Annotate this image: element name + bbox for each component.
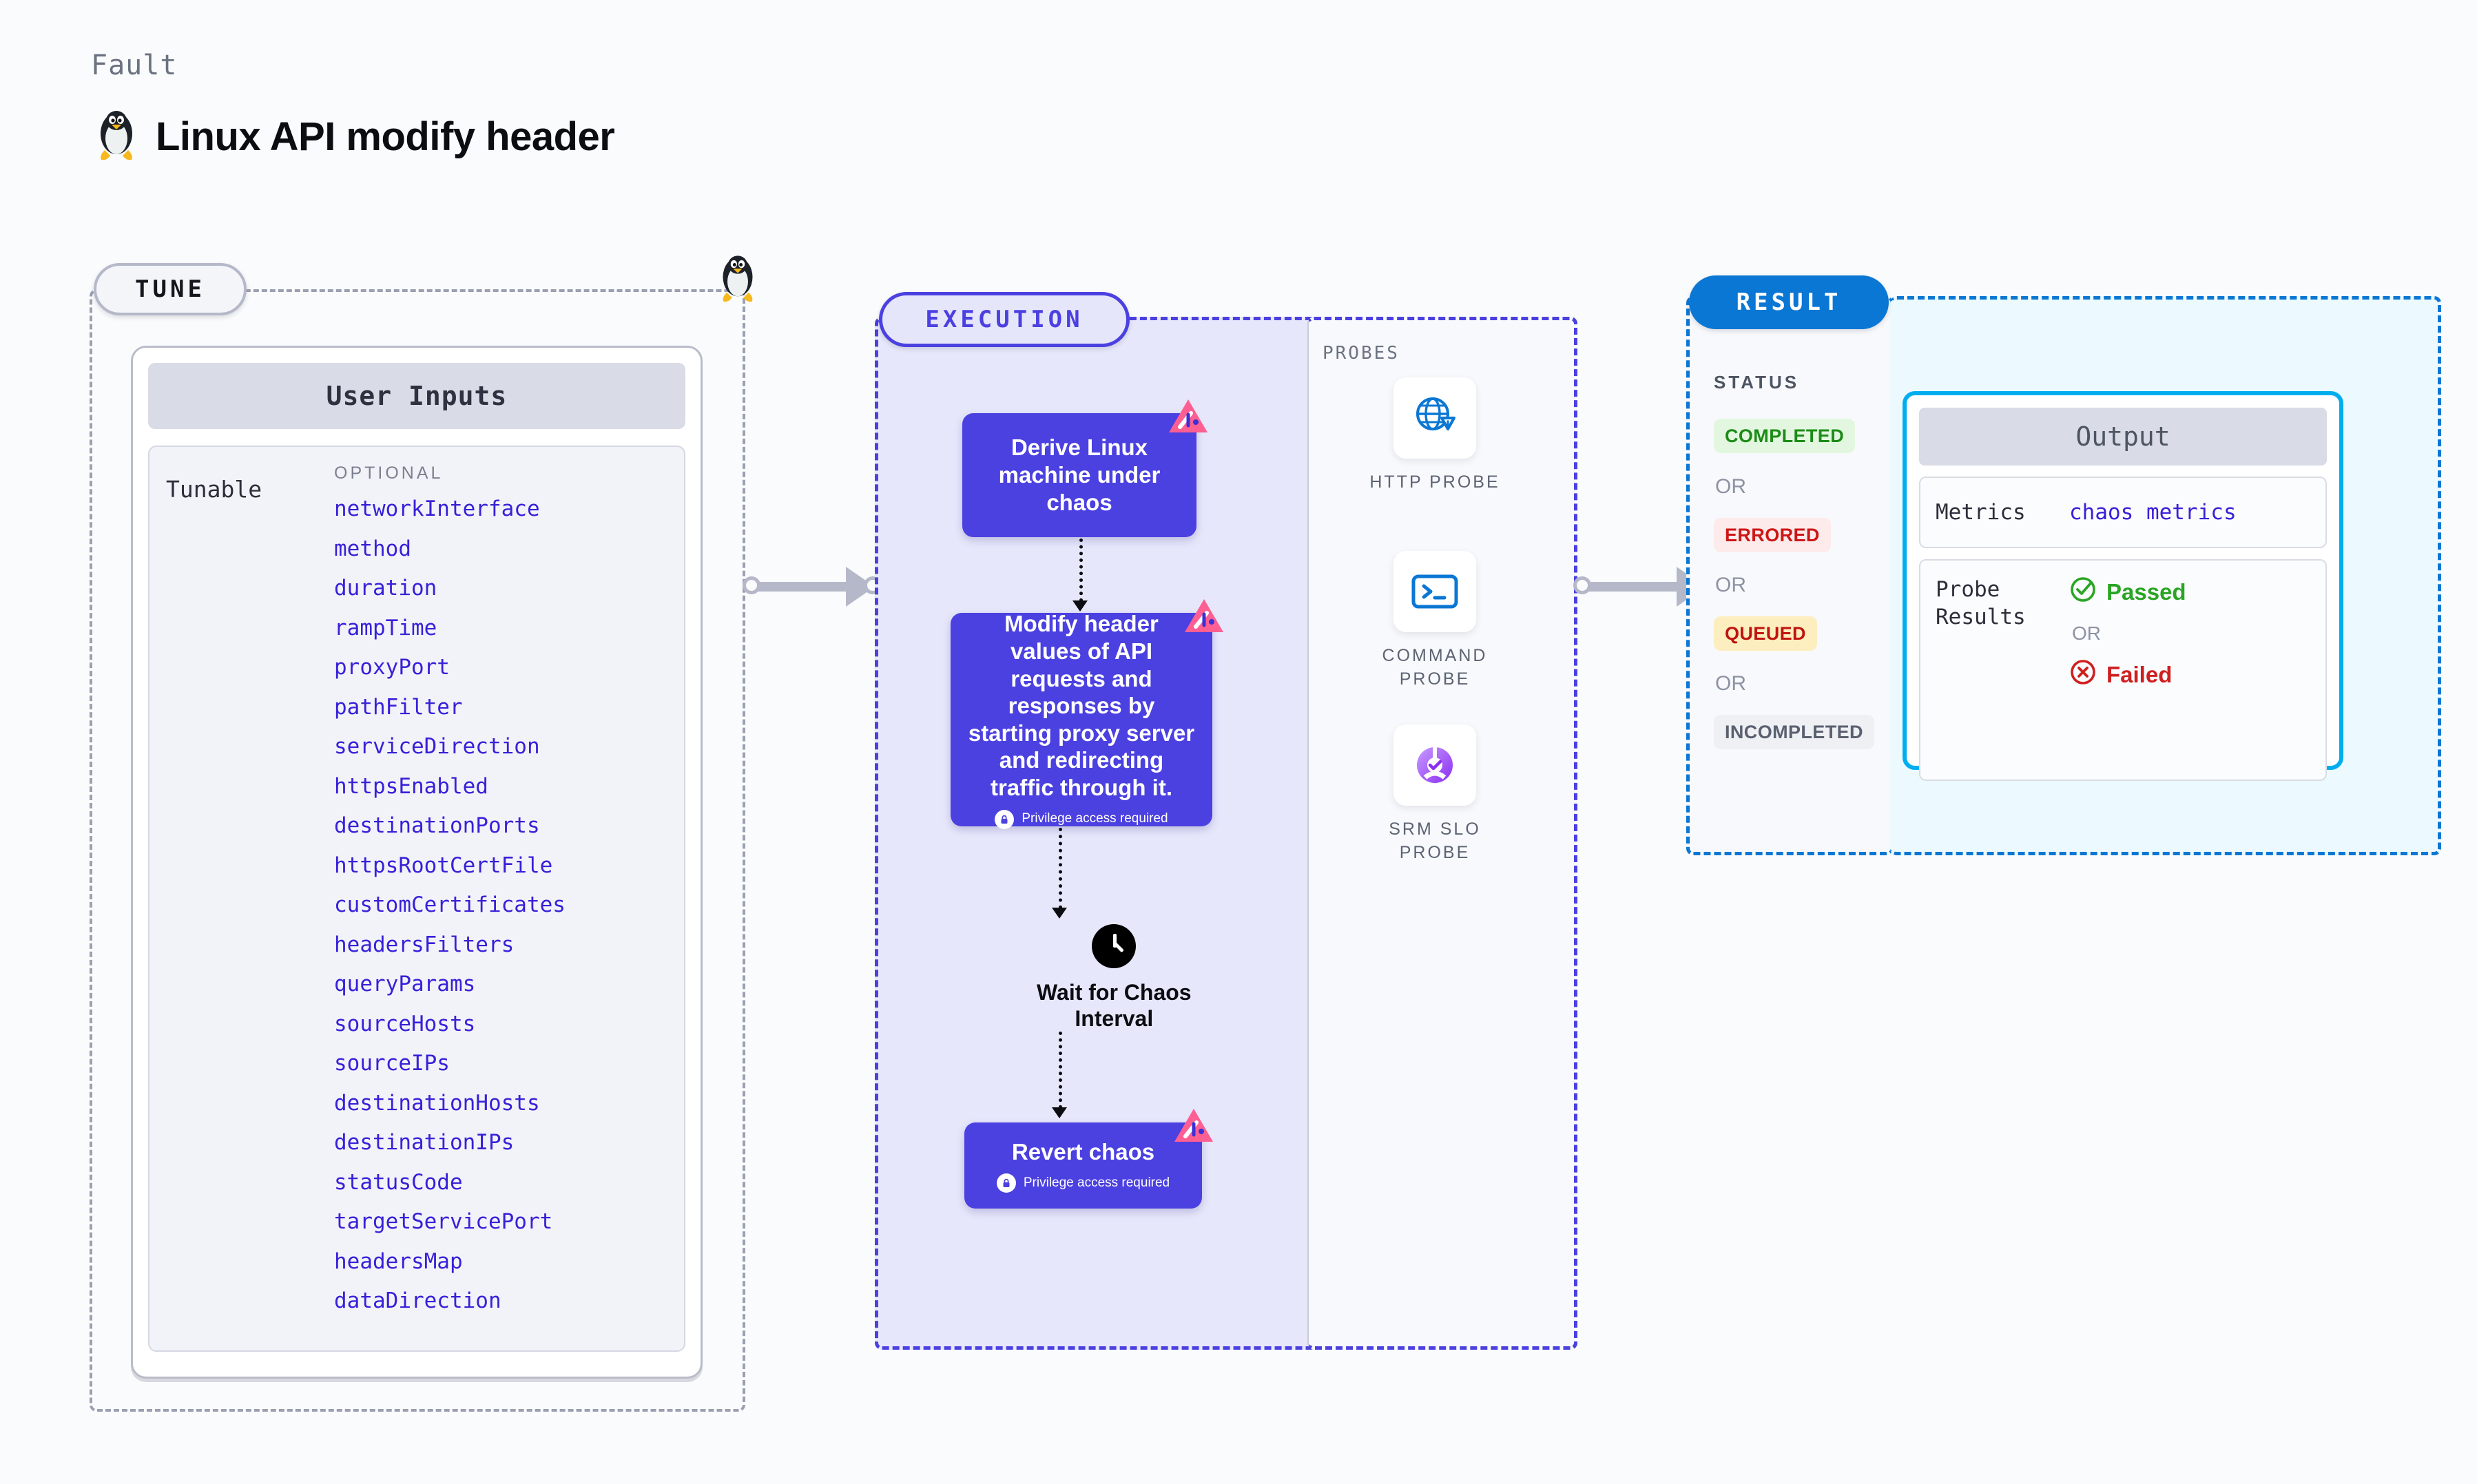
tunable-input[interactable]: headersFilters <box>334 932 515 957</box>
or-separator: OR <box>1715 574 1746 596</box>
fault-title-row: Linux API modify header <box>95 110 615 163</box>
lock-icon <box>995 809 1015 829</box>
probe-command[interactable]: COMMAND PROBE <box>1366 551 1504 691</box>
tunable-input[interactable]: headersMap <box>334 1248 463 1274</box>
tunable-input-list: OPTIONAL networkInterface method duratio… <box>334 463 670 1350</box>
srm-slo-donut-icon <box>1393 724 1476 806</box>
privilege-required-row: Privilege access required <box>995 809 1168 829</box>
terminal-icon <box>1393 551 1476 632</box>
result-section-badge[interactable]: RESULT <box>1689 275 1889 329</box>
tunable-input[interactable]: destinationHosts <box>334 1090 540 1116</box>
status-badge-incompleted: INCOMPLETED <box>1714 715 1874 749</box>
tunable-input[interactable]: httpsRootCertFile <box>334 853 553 878</box>
metrics-key-label: Metrics <box>1936 499 2026 525</box>
flow-node-derive-machine[interactable]: Derive Linux machine under chaos <box>962 399 1208 537</box>
flow-node-label: Modify header values of API requests and… <box>968 611 1195 800</box>
status-badge-errored: ERRORED <box>1714 518 1831 552</box>
probe-http[interactable]: HTTP PROBE <box>1366 377 1504 494</box>
flow-node-revert-chaos[interactable]: Revert chaos Privilege access required <box>964 1109 1213 1209</box>
user-inputs-header: User Inputs <box>148 363 685 429</box>
optional-label: OPTIONAL <box>334 463 444 483</box>
fault-kicker-label: Fault <box>91 50 178 81</box>
tunable-input[interactable]: sourceIPs <box>334 1051 450 1076</box>
connector-line <box>752 582 855 592</box>
status-title: STATUS <box>1714 372 1800 393</box>
tunable-input[interactable]: pathFilter <box>334 694 463 720</box>
status-badge-completed: COMPLETED <box>1714 419 1856 453</box>
lock-icon <box>996 1173 1016 1193</box>
flow-node-label: Revert chaos <box>1011 1138 1155 1164</box>
flow-connector-dotted <box>1059 828 1062 909</box>
user-inputs-card: User Inputs Tunable OPTIONAL networkInte… <box>131 346 703 1379</box>
probe-label: HTTP PROBE <box>1369 472 1500 492</box>
flow-node-wait-chaos-interval[interactable]: Wait for Chaos Interval <box>1037 924 1192 1032</box>
result-status-container <box>1686 296 1893 855</box>
page-title: Linux API modify header <box>156 114 615 159</box>
tunable-input[interactable]: networkInterface <box>334 497 540 521</box>
output-card: Output Metrics chaos metrics Probe Resul… <box>1903 391 2343 781</box>
probe-result-passed: Passed <box>2069 576 2186 609</box>
x-circle-icon <box>2069 658 2097 691</box>
tunable-input[interactable]: rampTime <box>334 615 437 640</box>
status-badge-queued: QUEUED <box>1714 616 1817 651</box>
probe-label: COMMAND PROBE <box>1382 646 1488 689</box>
probe-srm-slo[interactable]: SRM SLO PROBE <box>1366 724 1504 865</box>
probe-result-label: Failed <box>2106 662 2173 687</box>
litmus-chaos-icon <box>1168 398 1209 437</box>
or-separator: OR <box>1715 475 1746 498</box>
flow-node-label: Wait for Chaos Interval <box>1037 980 1192 1032</box>
flow-arrowhead <box>1072 600 1088 612</box>
flow-arrowhead <box>1052 1107 1067 1118</box>
tunable-input[interactable]: sourceHosts <box>334 1011 476 1036</box>
tunable-input[interactable]: destinationPorts <box>334 813 540 838</box>
execution-section-badge[interactable]: EXECUTION <box>879 292 1130 347</box>
probe-results-key-label: Probe Results <box>1936 577 2026 630</box>
tunable-panel: Tunable OPTIONAL networkInterface method… <box>148 446 685 1352</box>
probes-section-container <box>1307 317 1577 1350</box>
globe-warning-icon <box>1393 377 1476 459</box>
flow-arrowhead <box>1052 908 1067 919</box>
flow-connector-dotted <box>1059 1032 1062 1109</box>
privilege-required-label: Privilege access required <box>1022 811 1168 826</box>
metrics-value-link[interactable]: chaos metrics <box>2069 500 2237 525</box>
litmus-chaos-icon <box>1183 598 1225 636</box>
probe-results-values: Passed OR Failed <box>2069 576 2186 691</box>
tunable-input[interactable]: customCertificates <box>334 892 566 917</box>
litmus-chaos-icon <box>1173 1107 1214 1146</box>
check-circle-icon <box>2069 576 2097 609</box>
tunable-input[interactable]: httpsEnabled <box>334 773 488 799</box>
output-probe-results-row: Probe Results Passed OR <box>1919 559 2327 781</box>
tunable-group-label: Tunable <box>166 476 262 503</box>
tunable-input[interactable]: destinationIPs <box>334 1130 515 1155</box>
connector-start-dot <box>1573 576 1591 594</box>
privilege-required-label: Privilege access required <box>1023 1175 1170 1190</box>
connector-start-dot <box>743 576 760 594</box>
tunable-input[interactable]: duration <box>334 576 437 600</box>
probe-result-failed: Failed <box>2069 658 2186 691</box>
probes-title: PROBES <box>1323 343 1400 364</box>
probe-result-label: Passed <box>2106 579 2186 605</box>
linux-penguin-marker-icon <box>718 255 758 308</box>
flow-connector-dotted <box>1079 539 1083 602</box>
tunable-input[interactable]: targetServicePort <box>334 1209 553 1234</box>
tunable-input[interactable]: dataDirection <box>334 1288 501 1313</box>
privilege-required-row: Privilege access required <box>996 1173 1170 1193</box>
tune-section-container <box>90 289 745 1412</box>
clock-icon <box>1092 924 1137 968</box>
output-metrics-row: Metrics chaos metrics <box>1919 477 2327 548</box>
tunable-input[interactable]: serviceDirection <box>334 734 540 759</box>
flow-node-label: Derive Linux machine under chaos <box>998 434 1161 516</box>
connector-line <box>1582 582 1686 592</box>
or-separator: OR <box>2072 623 2101 644</box>
tunable-input[interactable]: statusCode <box>334 1169 463 1195</box>
linux-penguin-icon <box>95 110 138 163</box>
probe-label: SRM SLO PROBE <box>1389 819 1481 862</box>
tunable-input[interactable]: method <box>334 536 411 561</box>
flow-node-modify-header[interactable]: Modify header values of API requests and… <box>951 599 1223 829</box>
or-separator: OR <box>1715 672 1746 695</box>
tunable-input[interactable]: proxyPort <box>334 655 450 680</box>
tune-section-badge[interactable]: TUNE <box>94 263 247 315</box>
tunable-input[interactable]: queryParams <box>334 972 476 996</box>
output-card-title: Output <box>1919 408 2327 466</box>
